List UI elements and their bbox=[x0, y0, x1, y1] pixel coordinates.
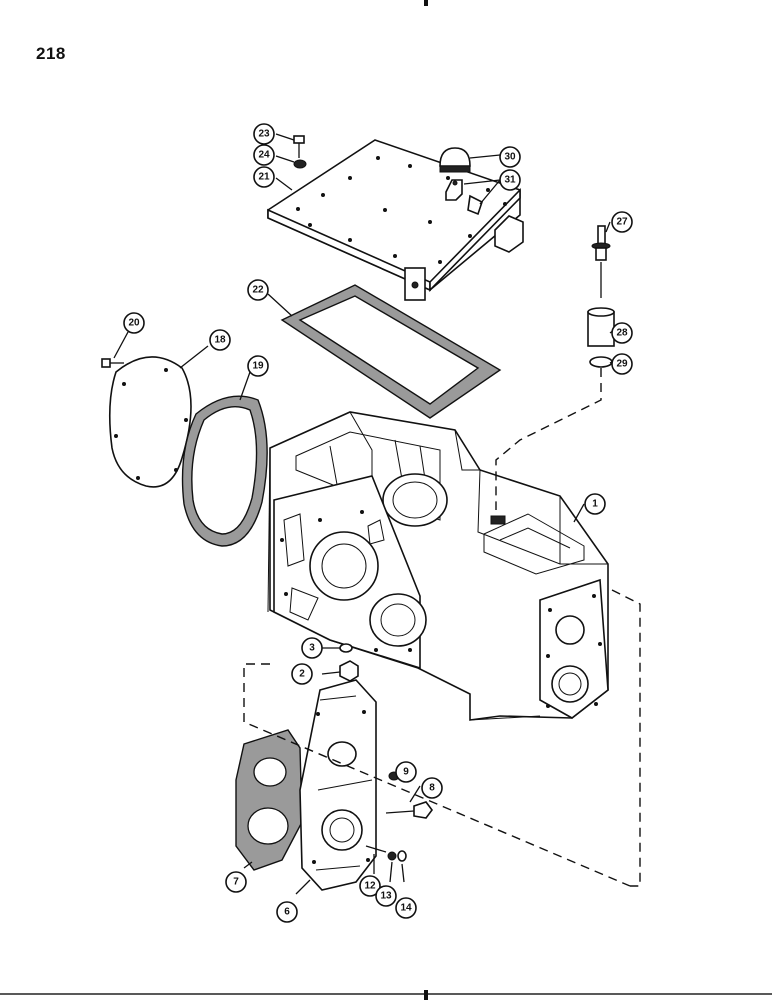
callout-2: 2 bbox=[291, 663, 313, 685]
cover-bolt bbox=[293, 135, 305, 158]
callout-30: 30 bbox=[499, 146, 521, 168]
dipstick bbox=[591, 225, 611, 298]
svg-text:13: 13 bbox=[380, 891, 392, 902]
svg-text:22: 22 bbox=[252, 285, 264, 296]
pto-cover-gasket bbox=[235, 729, 303, 871]
svg-text:2: 2 bbox=[299, 669, 305, 680]
callout-27: 27 bbox=[611, 211, 633, 233]
assembly-line-pto-left bbox=[243, 663, 631, 887]
callout-31: 31 bbox=[499, 169, 521, 191]
callout-13: 13 bbox=[375, 885, 397, 907]
callout-12: 12 bbox=[359, 875, 381, 897]
callout-19: 19 bbox=[247, 355, 269, 377]
svg-text:12: 12 bbox=[364, 881, 376, 892]
svg-text:7: 7 bbox=[233, 877, 239, 888]
o-ring-seal bbox=[589, 356, 613, 368]
callout-6: 6 bbox=[276, 901, 298, 923]
breather-cap bbox=[439, 147, 471, 173]
assembly-line-dipstick bbox=[495, 368, 602, 510]
pto-stud-washer bbox=[387, 851, 397, 861]
callout-9: 9 bbox=[395, 761, 417, 783]
svg-text:6: 6 bbox=[284, 907, 290, 918]
callout-23: 23 bbox=[253, 123, 275, 145]
registration-mark-bottom bbox=[424, 990, 428, 1000]
top-cover-plate bbox=[267, 139, 524, 301]
svg-text:1: 1 bbox=[592, 499, 598, 510]
svg-text:28: 28 bbox=[616, 328, 628, 339]
svg-text:23: 23 bbox=[258, 129, 270, 140]
side-cover bbox=[108, 356, 192, 488]
svg-text:31: 31 bbox=[504, 175, 516, 186]
callout-29: 29 bbox=[611, 353, 633, 375]
elbow-fittings bbox=[445, 179, 483, 216]
pto-cover-bolt bbox=[385, 801, 433, 819]
pto-stud bbox=[365, 845, 387, 853]
svg-text:20: 20 bbox=[128, 318, 140, 329]
pto-stud-nut bbox=[397, 850, 407, 862]
top-cover-gasket bbox=[280, 284, 502, 419]
callout-21: 21 bbox=[253, 166, 275, 188]
page-number: 218 bbox=[36, 44, 66, 63]
side-cover-screw bbox=[101, 358, 124, 368]
svg-text:30: 30 bbox=[504, 152, 516, 163]
callout-18: 18 bbox=[209, 329, 231, 351]
callout-24: 24 bbox=[253, 144, 275, 166]
assembly-line-pto-right bbox=[611, 589, 641, 887]
side-cover-gasket bbox=[181, 395, 268, 547]
transmission-housing bbox=[267, 411, 609, 721]
svg-text:21: 21 bbox=[258, 172, 270, 183]
drain-plug bbox=[339, 660, 359, 682]
svg-text:19: 19 bbox=[252, 361, 264, 372]
pto-cover bbox=[299, 679, 377, 891]
callout-22: 22 bbox=[247, 279, 269, 301]
callout-28: 28 bbox=[611, 322, 633, 344]
svg-text:27: 27 bbox=[616, 217, 628, 228]
svg-text:29: 29 bbox=[616, 359, 628, 370]
leader-lines bbox=[113, 133, 615, 895]
callout-8: 8 bbox=[421, 777, 443, 799]
callout-3: 3 bbox=[301, 637, 323, 659]
drain-plug-washer bbox=[339, 643, 353, 653]
svg-text:3: 3 bbox=[309, 643, 315, 654]
svg-text:18: 18 bbox=[214, 335, 226, 346]
registration-mark-top bbox=[424, 0, 428, 6]
callout-7: 7 bbox=[225, 871, 247, 893]
callout-20: 20 bbox=[123, 312, 145, 334]
svg-text:8: 8 bbox=[429, 783, 435, 794]
callout-14: 14 bbox=[395, 897, 417, 919]
dipstick-tube bbox=[587, 307, 615, 347]
svg-text:14: 14 bbox=[400, 903, 412, 914]
lock-washer bbox=[293, 159, 307, 169]
svg-text:24: 24 bbox=[258, 150, 270, 161]
svg-text:9: 9 bbox=[403, 767, 409, 778]
callout-1: 1 bbox=[584, 493, 606, 515]
